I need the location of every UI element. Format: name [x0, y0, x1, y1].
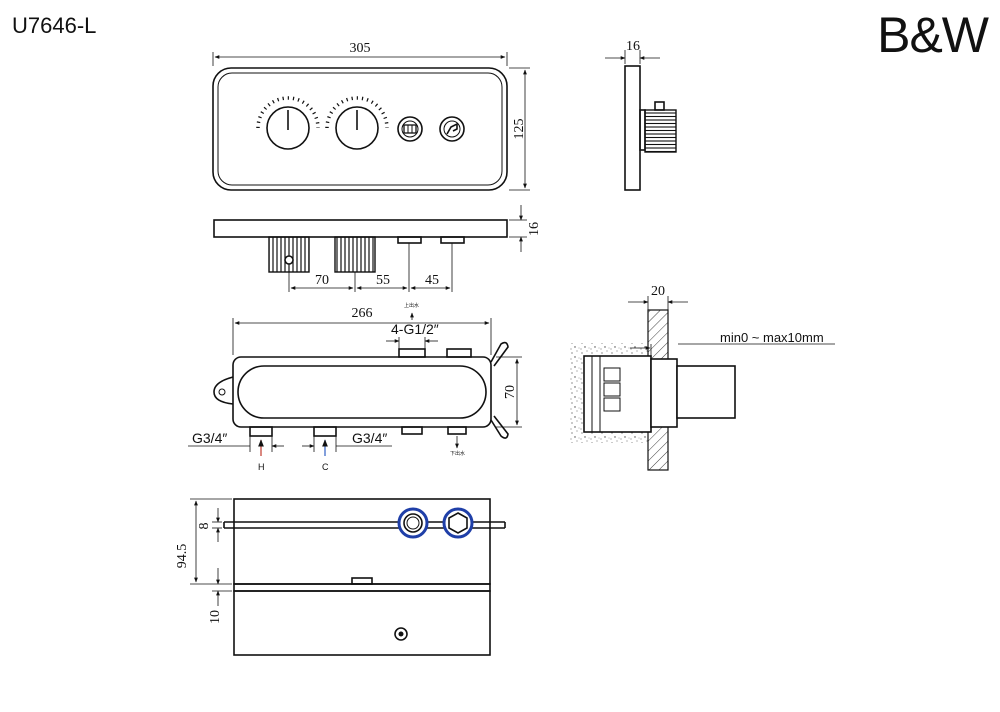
top-view: 16 70 55 45 [213, 205, 542, 292]
side-view: 16 [605, 39, 677, 191]
model-code: U7646-L [12, 13, 96, 38]
brand-logo: B&W [877, 7, 990, 63]
drain-port-icon [394, 627, 408, 641]
depth-range-label: min0 ~ max10mm [720, 330, 824, 345]
box-view: 94.5 8 10 [175, 498, 506, 656]
cold-mark: C [322, 462, 329, 472]
inlet-right-thread-label: G3/4″ [352, 430, 387, 446]
spacing-dim-1: 70 [315, 273, 329, 288]
hot-mark: H [258, 462, 265, 472]
valve-body-view: 266 70 4-G1/2″ 上出水 G3/4″ G3/4″ H C 下出水 [188, 302, 522, 472]
inlet-left-thread-label: G3/4″ [192, 430, 227, 446]
hand-shower-button-icon [439, 116, 465, 142]
side-thickness-dim: 16 [626, 39, 640, 54]
body-height-dim: 70 [503, 385, 518, 399]
spacing-dim-3: 45 [425, 273, 439, 288]
top-thickness-dim: 16 [527, 222, 542, 236]
top-outlet-note: 上出水 [404, 302, 419, 309]
spacing-dim-2: 55 [376, 273, 390, 288]
bottom-outlet-note: 下出水 [450, 450, 465, 457]
wall-thickness-dim: 20 [651, 284, 665, 299]
box-dim-a: 8 [197, 523, 212, 530]
wall-section-view: 20 min0 ~ max10mm [570, 284, 835, 471]
box-dim-b: 94.5 [175, 544, 190, 569]
body-width-dim: 266 [352, 306, 373, 321]
flow-knob-icon [325, 96, 389, 150]
outlet-port-blue-icon [442, 507, 474, 539]
front-width-dim: 305 [350, 41, 371, 56]
front-view: 305 125 [212, 41, 530, 191]
temperature-knob-icon [256, 96, 320, 150]
front-height-dim: 125 [512, 119, 527, 140]
outlet-thread-label: 4-G1/2″ [391, 321, 439, 337]
box-dim-c: 10 [208, 610, 223, 624]
inlet-port-blue-icon [397, 507, 429, 539]
shower-button-icon [397, 116, 423, 142]
